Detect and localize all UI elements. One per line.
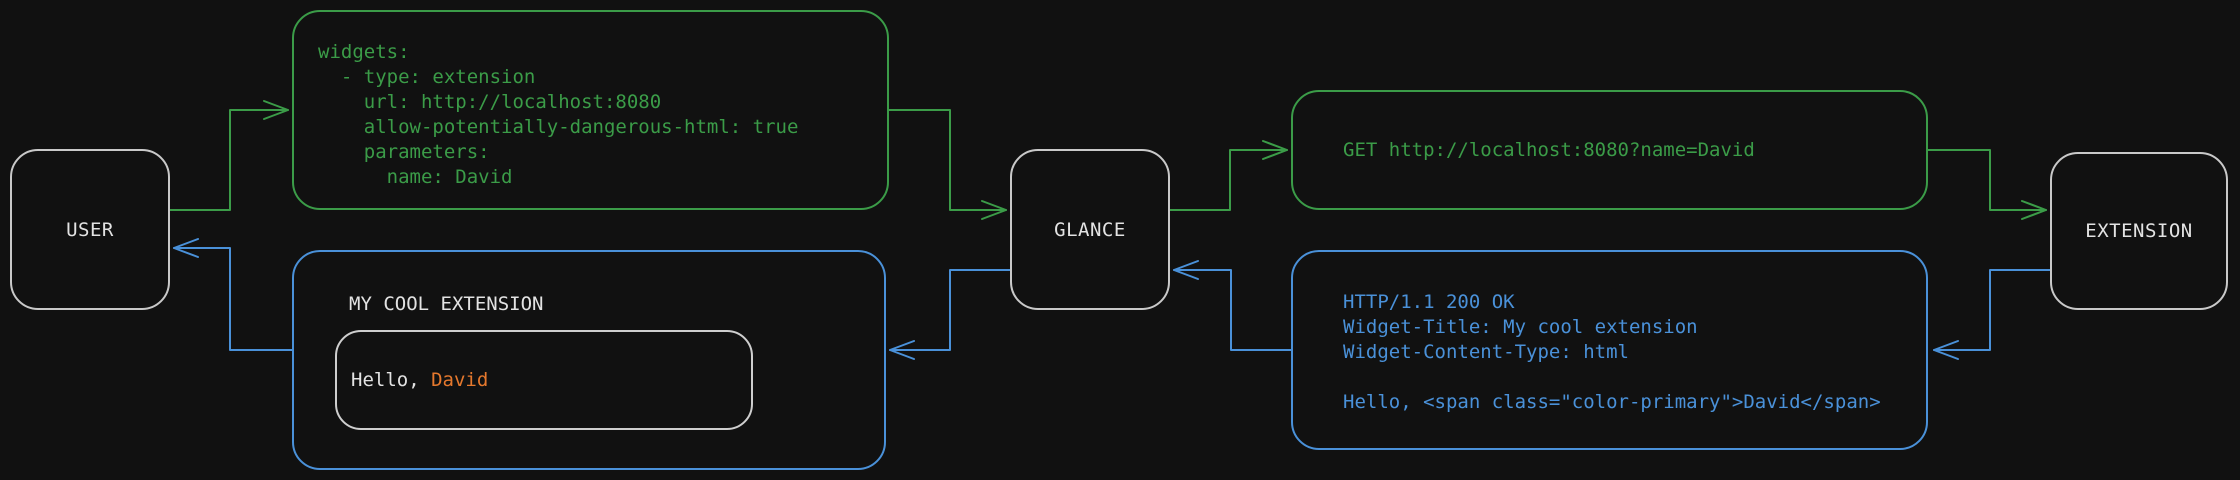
flow-request-to-extension-arrow [1927,149,2047,220]
rendered-widget-box: MY COOL EXTENSION Hello, David [292,250,886,470]
widget-title: MY COOL EXTENSION [349,293,544,315]
http-response-code: HTTP/1.1 200 OK Widget-Title: My cool ex… [1343,291,1881,413]
user-node: USER [10,149,170,310]
http-request-box: GET http://localhost:8080?name=David [1291,90,1928,210]
extension-node: EXTENSION [2050,152,2228,310]
user-node-label: USER [66,218,114,241]
greeting-prefix: Hello, [351,369,432,391]
extension-node-label: EXTENSION [2085,220,2193,242]
flow-glance-to-request-arrow [1169,140,1288,211]
widget-greeting-box: Hello, David [335,330,753,430]
flow-config-to-glance-arrow [888,109,1007,220]
http-response-box: HTTP/1.1 200 OK Widget-Title: My cool ex… [1291,250,1928,450]
flow-widget-to-user-arrow [173,238,293,351]
flow-glance-to-widget-arrow [889,269,1011,360]
yaml-config-box: widgets: - type: extension url: http://l… [292,10,889,210]
greeting-name: David [431,369,489,391]
flow-extension-to-response-arrow [1933,269,2051,360]
flow-response-to-glance-arrow [1173,260,1292,351]
glance-node-label: GLANCE [1054,218,1126,241]
flow-user-to-config-arrow [169,100,289,211]
yaml-config-code: widgets: - type: extension url: http://l… [318,41,799,188]
http-request-text: GET http://localhost:8080?name=David [1343,139,1755,161]
glance-node: GLANCE [1010,149,1170,310]
